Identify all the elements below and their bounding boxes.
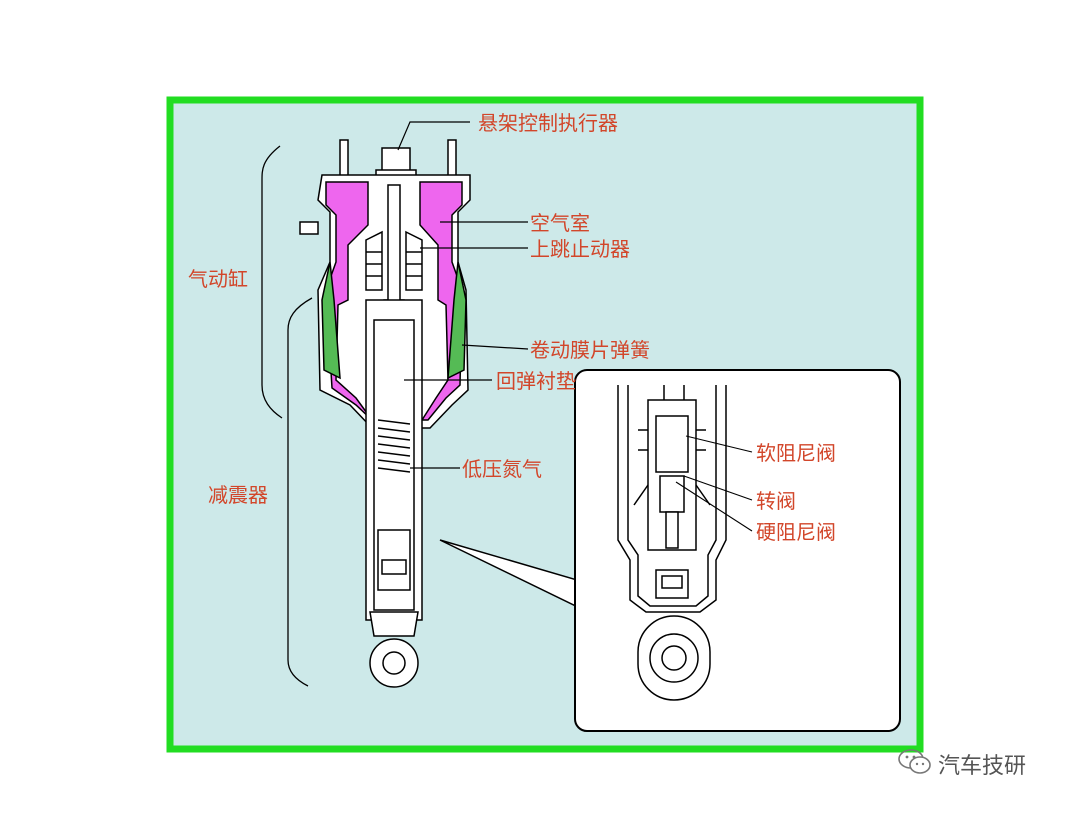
- strut-assembly: [299, 139, 471, 688]
- shock-absorber-bracket: [287, 297, 313, 687]
- label-air-chamber: 空气室: [530, 211, 590, 235]
- leader-lines: [397, 121, 529, 469]
- watermark: 汽车技研: [898, 746, 1058, 782]
- wechat-icon: [898, 748, 932, 780]
- valve-detail-inset: [439, 369, 901, 732]
- air-cylinder-bracket: [261, 145, 283, 419]
- watermark-text: 汽车技研: [938, 754, 1027, 779]
- label-rotary-valve: 转阀: [756, 489, 796, 513]
- label-shock-absorber: 减震器: [208, 483, 268, 507]
- label-air-cylinder: 气动缸: [188, 267, 248, 291]
- label-soft-valve: 软阻尼阀: [756, 441, 836, 465]
- label-rebound-cushion: 回弹衬垫: [496, 369, 576, 393]
- label-rolling-diaphragm: 卷动膜片弹簧: [530, 338, 650, 362]
- label-bump-stopper: 上跳止动器: [530, 237, 630, 261]
- label-low-pressure-nitrogen: 低压氮气: [462, 457, 542, 481]
- label-actuator: 悬架控制执行器: [478, 111, 618, 135]
- label-hard-valve: 硬阻尼阀: [756, 520, 836, 544]
